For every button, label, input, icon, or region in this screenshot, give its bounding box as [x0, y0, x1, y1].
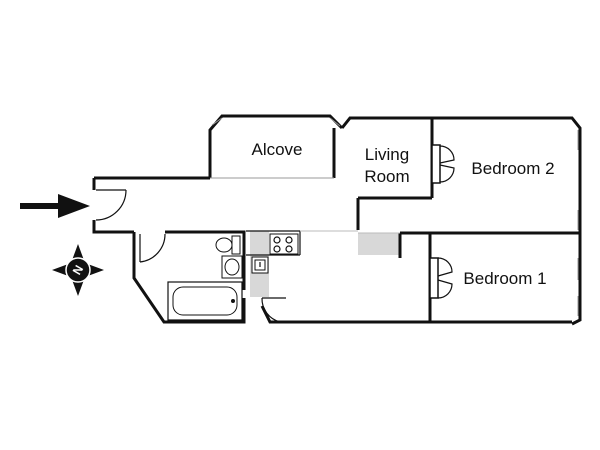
openings: [210, 177, 400, 234]
bathroom-door: [139, 233, 166, 263]
exterior-walls: [92, 114, 582, 326]
bathtub-icon: [167, 281, 243, 321]
kitchen-sink-icon: [251, 256, 269, 274]
room-label-living-line1: Living: [365, 145, 409, 164]
kitchen-counter: [246, 230, 301, 256]
entry-door: [95, 189, 127, 221]
room-label-alcove: Alcove: [251, 140, 302, 159]
toilet-icon: [215, 235, 241, 255]
closet-door-bedroom1: [429, 257, 453, 299]
compass-icon: N: [52, 244, 104, 296]
kitchen-door: [261, 297, 286, 323]
room-label-bedroom1: Bedroom 1: [463, 269, 546, 288]
entry-arrow-icon: [20, 194, 90, 218]
room-label-bedroom2: Bedroom 2: [471, 159, 554, 178]
windows: [211, 117, 579, 316]
bathroom-sink-icon: [221, 255, 243, 279]
stove-icon: [269, 233, 299, 255]
hall-floor-shade: [358, 233, 400, 255]
closet-door-bedroom2: [431, 144, 455, 184]
room-label-living-line2: Room: [364, 167, 409, 186]
